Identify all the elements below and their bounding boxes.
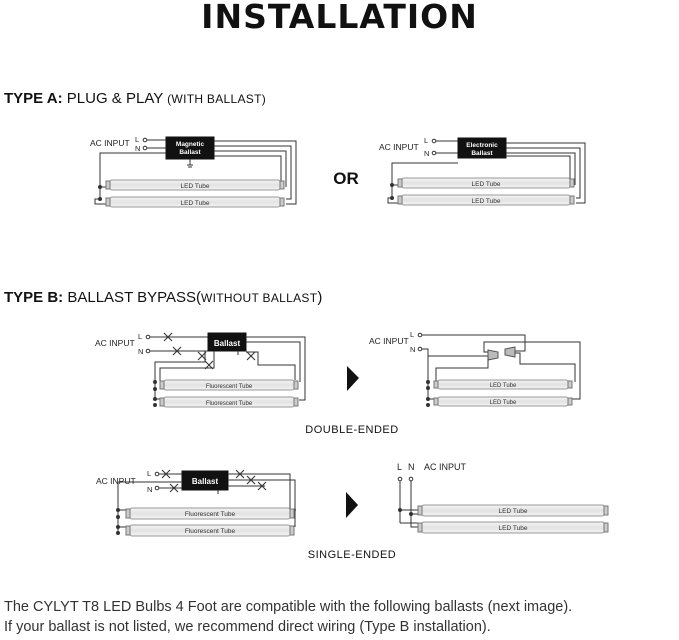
n-label: N [408, 462, 415, 472]
type-a-note: (WITH BALLAST) [167, 92, 267, 106]
cut-mark-icon [235, 469, 245, 479]
diagram-single-ended-before: AC INPUT L N Ballast Fluorescent Tube Fl… [96, 469, 296, 537]
type-a-title: PLUG & PLAY [66, 90, 163, 107]
led-tube-label: LED Tube [181, 183, 210, 190]
magnetic-ballast-label-2: Ballast [179, 149, 201, 156]
l-label: L [138, 332, 142, 341]
led-tube-label: LED Tube [472, 181, 501, 188]
fluorescent-tube-label: Fluorescent Tube [185, 528, 236, 535]
led-tube-label: LED Tube [490, 400, 517, 406]
type-a-heading: TYPE A: PLUG & PLAY (WITH BALLAST) [4, 90, 266, 107]
cut-mark-icon [197, 351, 207, 361]
type-a-label: TYPE A: [4, 90, 63, 107]
cut-mark-icon [169, 483, 179, 493]
terminal-l [142, 137, 148, 143]
double-ended-caption: DOUBLE-ENDED [305, 424, 398, 436]
n-label: N [135, 144, 140, 153]
arrow-right-icon [346, 492, 358, 518]
l-label: L [147, 469, 151, 478]
diagram-double-ended-after: AC INPUT L N LED Tube LED Tube [369, 330, 581, 407]
ac-input-label: AC INPUT [90, 138, 130, 148]
n-label: N [424, 149, 429, 158]
l-label: L [410, 330, 414, 339]
footer-line-2: If your ballast is not listed, we recomm… [4, 619, 491, 635]
type-b-note-open: ( [196, 289, 202, 306]
fluorescent-tube-label: Fluorescent Tube [185, 511, 236, 518]
arrow-right-icon [347, 366, 359, 391]
cut-mark-icon [246, 351, 256, 361]
type-b-title: BALLAST BYPASS [67, 289, 197, 306]
electronic-ballast-label-2: Ballast [471, 150, 493, 157]
diagram-single-ended-after: L N AC INPUT LED Tube LED Tube [397, 462, 609, 534]
n-label: N [410, 345, 415, 354]
n-label: N [138, 347, 143, 356]
footer-line-1: The CYLYT T8 LED Bulbs 4 Foot are compat… [4, 599, 573, 615]
led-tube-label: LED Tube [472, 198, 501, 205]
l-label: L [397, 462, 402, 472]
ac-input-label: AC INPUT [95, 338, 135, 348]
wire-nut-icon [504, 346, 516, 358]
cut-mark-icon [163, 332, 173, 342]
l-label: L [424, 136, 428, 145]
cut-mark-icon [161, 469, 171, 479]
ac-input-label: AC INPUT [424, 462, 467, 472]
ac-input-label: AC INPUT [369, 336, 409, 346]
ballast-label: Ballast [214, 339, 241, 348]
type-b-label: TYPE B: [4, 289, 64, 306]
magnetic-ballast-label-1: Magnetic [176, 141, 205, 148]
diagram-magnetic-ballast: AC INPUT L N Magnetic Ballast LED Tube L… [90, 135, 297, 208]
terminal-n [431, 150, 437, 156]
type-b-heading: TYPE B: BALLAST BYPASS(WITHOUT BALLAST) [4, 289, 322, 306]
fluorescent-tube-label: Fluorescent Tube [206, 384, 253, 390]
page-title: INSTALLATION [201, 0, 478, 36]
or-label: OR [333, 169, 359, 188]
cut-mark-icon [257, 481, 267, 491]
diagram-electronic-ballast: AC INPUT L N Electronic Ballast LED Tube… [379, 136, 586, 206]
led-tube-label: LED Tube [499, 525, 528, 532]
cut-mark-icon [172, 346, 182, 356]
diagram-double-ended-before: AC INPUT L N Ballast Fluorescent Tube Fl [95, 332, 306, 408]
ac-input-label: AC INPUT [96, 476, 136, 486]
fluorescent-tube-label: Fluorescent Tube [206, 401, 253, 407]
electronic-ballast-label-1: Electronic [466, 142, 498, 149]
led-tube-label: LED Tube [499, 508, 528, 515]
ac-input-label: AC INPUT [379, 142, 419, 152]
n-label: N [147, 485, 152, 494]
single-ended-caption: SINGLE-ENDED [308, 549, 397, 561]
ballast-label: Ballast [192, 477, 219, 486]
terminal-n [142, 145, 148, 151]
terminal-l [431, 138, 437, 144]
cut-mark-icon [246, 475, 256, 485]
cut-mark-icon [204, 360, 214, 370]
type-b-note: WITHOUT BALLAST [201, 291, 318, 305]
led-tube-label: LED Tube [181, 200, 210, 207]
type-b-note-close: ) [317, 289, 323, 306]
wire-nut-icon [487, 349, 499, 361]
led-tube-label: LED Tube [490, 383, 517, 389]
l-label: L [135, 135, 139, 144]
compatibility-note: The CYLYT T8 LED Bulbs 4 Foot are compat… [4, 597, 572, 637]
